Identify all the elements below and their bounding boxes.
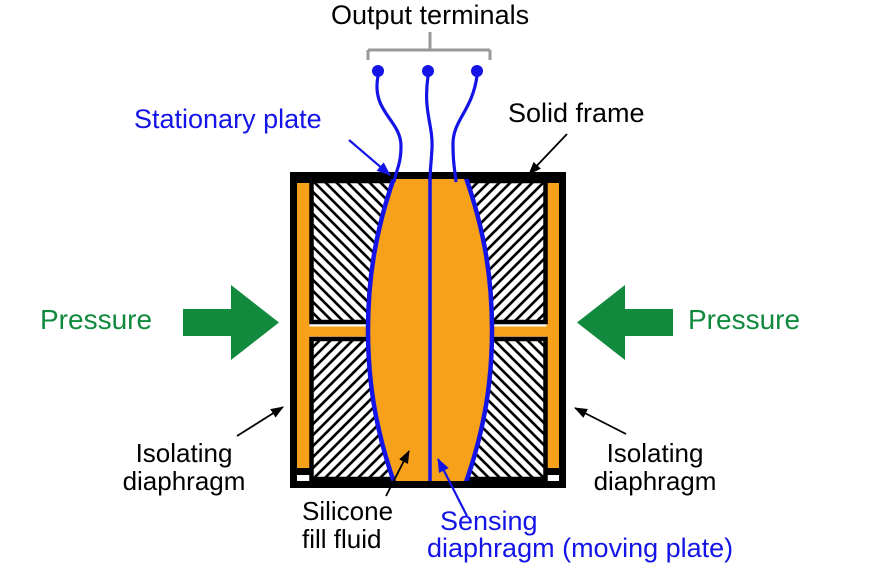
isolating-diaphragm-left-label: Isolating diaphragm bbox=[109, 439, 259, 495]
silicone-line2: fill fluid bbox=[302, 524, 382, 554]
silicone-fill-fluid-arrow bbox=[385, 450, 410, 497]
isolating-right-line1: Isolating bbox=[606, 438, 704, 468]
output-wires bbox=[375, 75, 479, 183]
pressure-arrow-right-icon bbox=[577, 285, 673, 360]
pressure-right-label: Pressure bbox=[688, 304, 801, 335]
isolating-diaphragm-right-label: Isolating diaphragm bbox=[580, 439, 730, 495]
stationary-plate-left-shape bbox=[365, 174, 398, 486]
output-terminals-label: Output terminals bbox=[331, 0, 530, 30]
isolating-diaphragm-right-shape bbox=[546, 182, 559, 468]
silicone-fill-fluid-label: Silicone fill fluid bbox=[302, 497, 393, 553]
sensing-diaphragm-arrow bbox=[437, 458, 468, 517]
terminal-dots bbox=[372, 65, 483, 77]
wire-left bbox=[375, 75, 403, 183]
isolating-diaphragm-left-shape bbox=[297, 182, 310, 468]
solid-frame-label: Solid frame bbox=[508, 98, 645, 128]
sensing-line2: diaphragm (moving plate) bbox=[427, 533, 734, 563]
pressure-left-label: Pressure bbox=[40, 304, 153, 335]
output-terminals-bracket bbox=[366, 32, 492, 60]
solid-frame-border bbox=[290, 172, 566, 488]
solid-frame-arrow bbox=[528, 133, 568, 175]
isolating-right-line2: diaphragm bbox=[593, 466, 717, 496]
pressure-arrow-left-icon bbox=[183, 285, 279, 360]
isolating-left-line2: diaphragm bbox=[122, 466, 246, 496]
wire-middle bbox=[425, 75, 434, 183]
terminal-dot bbox=[422, 65, 434, 77]
terminal-dot bbox=[372, 65, 384, 77]
stationary-plate-arrow bbox=[348, 139, 391, 176]
stationary-plate-label: Stationary plate bbox=[134, 104, 322, 134]
silicone-line1: Silicone bbox=[302, 496, 394, 526]
wire-right bbox=[451, 75, 479, 183]
stationary-plate-right-shape bbox=[462, 174, 495, 486]
diaphragm-caps bbox=[294, 177, 562, 475]
sensing-line1: Sensing bbox=[440, 506, 538, 536]
isolating-diaphragm-right-arrow bbox=[574, 407, 627, 435]
isolating-diaphragm-left-arrow bbox=[236, 406, 284, 437]
terminal-dot bbox=[471, 65, 483, 77]
isolating-left-line1: Isolating bbox=[135, 438, 233, 468]
